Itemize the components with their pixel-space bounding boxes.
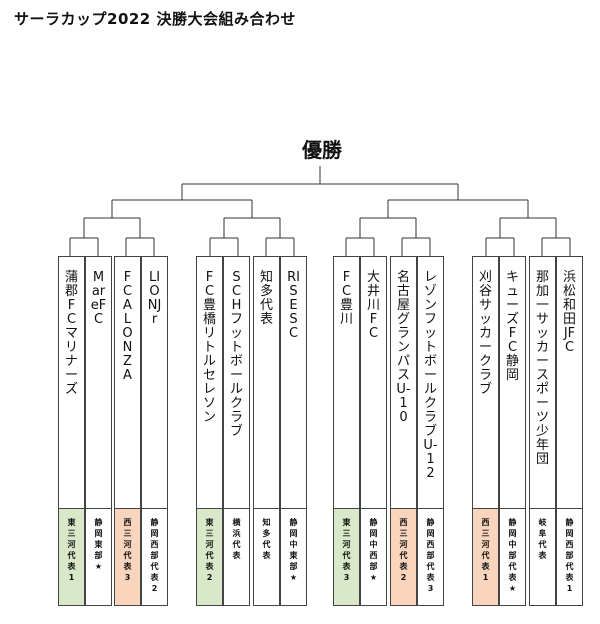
qualifier-cell: 東三河代表3 [334, 508, 359, 605]
qualifier-cell: 東三河代表2 [197, 508, 222, 605]
team-box: LIONJr 静岡西部代表2 [141, 256, 168, 606]
bracket-r16-8 [541, 237, 571, 256]
qualifier-label: 静岡中東部★ [289, 518, 298, 582]
team-name: FC豊川 [339, 270, 353, 327]
team-box: FC豊川 東三河代表3 [333, 256, 360, 606]
qualifier-cell: 静岡中部代表★ [500, 508, 525, 605]
team-name: 刈谷サッカークラブ [478, 270, 492, 397]
qualifier-label: 西三河代表1 [481, 518, 490, 582]
team-box: 蒲郡FCマリナーズ 東三河代表1 [58, 256, 85, 606]
bracket-final-line [181, 166, 459, 200]
team-box: RISESC 静岡中東部★ [280, 256, 307, 606]
qualifier-label: 静岡西部代表1 [565, 518, 574, 593]
bracket-qf-4 [499, 217, 557, 238]
team-box: FCALONZA 西三河代表3 [114, 256, 141, 606]
bracket-qf-3 [359, 217, 417, 238]
team-box: 那加一サッカースポーツ少年団 岐阜代表 [529, 256, 556, 606]
team-box: 名古屋グランパスU-10 西三河代表2 [390, 256, 417, 606]
team-box: FC豊橋リトルセレソン 東三河代表2 [196, 256, 223, 606]
bracket-semi-left [111, 199, 253, 218]
qualifier-cell: 知多代表 [254, 508, 279, 605]
qualifier-label: 静岡西部代表3 [426, 518, 435, 593]
qualifier-cell: 静岡中東部★ [281, 508, 306, 605]
team-name: RISESC [287, 270, 300, 341]
qualifier-cell: 東三河代表1 [59, 508, 84, 605]
bracket-r16-5 [345, 237, 375, 256]
team-box: 大井川FC 静岡中西部★ [360, 256, 387, 606]
qualifier-cell: 横浜代表 [224, 508, 249, 605]
page-title: サーラカップ2022 決勝大会組み合わせ [14, 10, 296, 28]
team-name: 知多代表 [259, 270, 273, 327]
bracket-r16-7 [485, 237, 515, 256]
qualifier-label: 静岡西部代表2 [150, 518, 159, 593]
team-box: レゾンフットボールクラブU-12 静岡西部代表3 [417, 256, 444, 606]
qualifier-label: 西三河代表2 [399, 518, 408, 582]
bracket-r16-3 [209, 237, 239, 256]
team-box: 知多代表 知多代表 [253, 256, 280, 606]
qualifier-label: 静岡東部★ [94, 518, 103, 571]
bracket-qf-2 [223, 217, 281, 238]
qualifier-cell: 静岡西部代表3 [418, 508, 443, 605]
qualifier-cell: 静岡西部代表2 [142, 508, 167, 605]
team-box: 浜松和田JFC 静岡西部代表1 [556, 256, 583, 606]
qualifier-label: 知多代表 [262, 518, 271, 560]
team-name: 蒲郡FCマリナーズ [64, 270, 78, 397]
bracket-r16-1 [69, 237, 99, 256]
qualifier-cell: 静岡西部代表1 [557, 508, 582, 605]
team-name: 那加一サッカースポーツ少年団 [535, 270, 549, 467]
winner-label: 優勝 [302, 138, 342, 162]
team-name: FCALONZA [122, 270, 133, 383]
qualifier-label: 西三河代表3 [123, 518, 132, 582]
team-name: 名古屋グランパスU-10 [396, 270, 411, 425]
bracket-semi-right [387, 199, 529, 218]
team-box: SCHフットボールクラブ 横浜代表 [223, 256, 250, 606]
team-name: FC豊橋リトルセレソン [202, 270, 216, 425]
team-box: MareFC 静岡東部★ [85, 256, 112, 606]
team-box: 刈谷サッカークラブ 西三河代表1 [472, 256, 499, 606]
bracket-qf-1 [83, 217, 141, 238]
qualifier-cell: 静岡中西部★ [361, 508, 386, 605]
team-name: レゾンフットボールクラブU-12 [423, 270, 438, 481]
team-name: MareFC [90, 270, 107, 327]
team-name: LIONJr [147, 270, 162, 327]
team-name: 浜松和田JFC [562, 270, 576, 355]
qualifier-label: 静岡中西部★ [369, 518, 378, 582]
qualifier-label: 東三河代表2 [205, 518, 214, 582]
bracket-r16-2 [125, 237, 155, 256]
qualifier-cell: 西三河代表2 [391, 508, 416, 605]
qualifier-label: 横浜代表 [232, 518, 241, 560]
qualifier-cell: 岐阜代表 [530, 508, 555, 605]
team-box: キューズFC静岡 静岡中部代表★ [499, 256, 526, 606]
qualifier-cell: 西三河代表3 [115, 508, 140, 605]
team-name: 大井川FC [366, 270, 380, 341]
qualifier-cell: 西三河代表1 [473, 508, 498, 605]
bracket-r16-6 [401, 237, 431, 256]
team-name: SCHフットボールクラブ [229, 270, 243, 439]
qualifier-label: 東三河代表3 [342, 518, 351, 582]
team-name: キューズFC静岡 [505, 270, 519, 383]
qualifier-label: 東三河代表1 [67, 518, 76, 582]
qualifier-cell: 静岡東部★ [86, 508, 111, 605]
qualifier-label: 岐阜代表 [538, 518, 547, 560]
bracket-r16-4 [265, 237, 295, 256]
qualifier-label: 静岡中部代表★ [508, 518, 517, 593]
